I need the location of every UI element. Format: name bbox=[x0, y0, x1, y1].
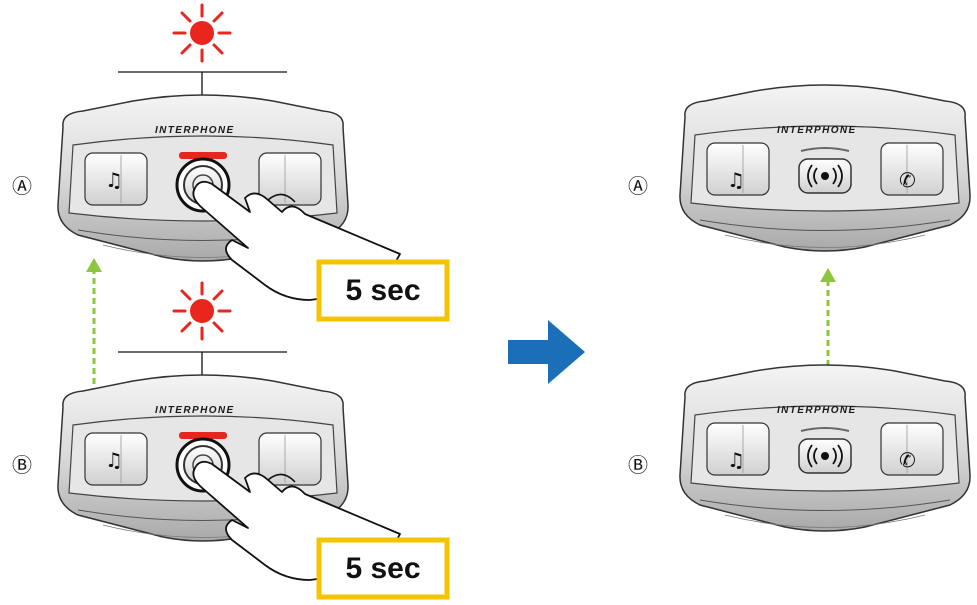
unit-a-label: Ⓐ bbox=[12, 174, 32, 198]
music-note-icon: ♫ bbox=[105, 448, 123, 472]
brand-logo: INTERPHONE bbox=[777, 125, 857, 136]
music-note-icon: ♫ bbox=[727, 448, 745, 472]
right-arrow-icon bbox=[508, 320, 585, 384]
unit-b-label: Ⓑ bbox=[12, 453, 32, 477]
unit-b-label: Ⓑ bbox=[628, 453, 648, 477]
red-led-strip bbox=[179, 152, 227, 159]
device-b-right: INTERPHONE ♫ ✆ bbox=[679, 364, 971, 532]
phone-icon: ✆ bbox=[899, 168, 916, 192]
music-note-icon: ♫ bbox=[105, 168, 123, 192]
brand-logo: INTERPHONE bbox=[777, 405, 857, 416]
unit-b-paired: Ⓑ INTERPHONE ♫ ✆ bbox=[628, 364, 971, 532]
red-led-strip bbox=[179, 432, 227, 439]
unit-b-pressing: INTERPHONE ♫ 5 sec Ⓑ bbox=[12, 281, 450, 600]
svg-text:5 sec: 5 sec bbox=[345, 552, 420, 585]
brand-logo: INTERPHONE bbox=[155, 405, 235, 416]
unit-a-label: Ⓐ bbox=[628, 174, 648, 198]
intercom-icon[interactable] bbox=[798, 438, 852, 474]
hold-time-box-b: 5 sec bbox=[316, 537, 450, 600]
hold-time-box-a: 5 sec bbox=[316, 259, 450, 322]
red-blinking-led-icon bbox=[172, 281, 232, 341]
phone-icon: ✆ bbox=[899, 448, 916, 472]
music-note-icon: ♫ bbox=[727, 168, 745, 192]
red-blinking-led-icon bbox=[172, 3, 232, 63]
svg-text:5 sec: 5 sec bbox=[345, 274, 420, 307]
unit-a-paired: Ⓐ INTERPHONE ♫ ✆ bbox=[628, 84, 971, 252]
intercom-icon[interactable] bbox=[798, 158, 852, 194]
pairing-link-left bbox=[86, 258, 102, 406]
device-a-right: INTERPHONE ♫ ✆ bbox=[679, 84, 971, 252]
brand-logo: INTERPHONE bbox=[155, 125, 235, 136]
unit-a-pressing: INTERPHONE ♫ 5 sec Ⓐ bbox=[12, 3, 450, 322]
